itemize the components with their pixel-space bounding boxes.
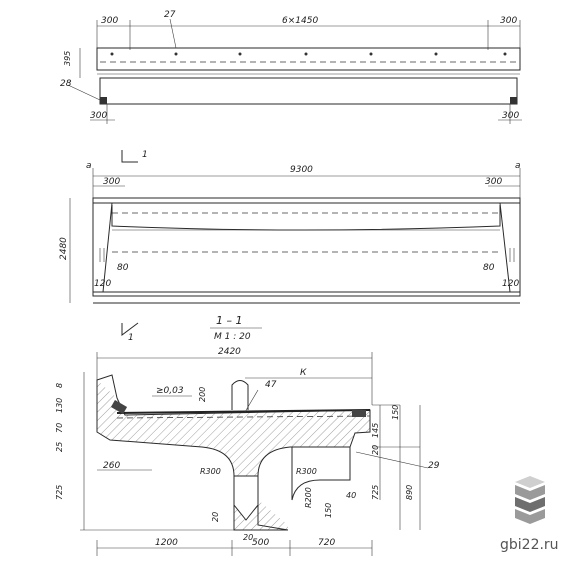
watermark: gbi22.ru <box>500 476 559 553</box>
right-150: 150 <box>391 405 400 420</box>
top-bottom-left: 300 <box>90 111 107 121</box>
mark-27: 27 <box>164 10 176 20</box>
elev-right-120: 120 <box>502 279 519 289</box>
elev-left-80: 80 <box>117 263 129 273</box>
right-145: 145 <box>371 423 380 438</box>
dim-260: 260 <box>103 461 120 471</box>
section-k: К <box>300 368 307 378</box>
dim-725-left: 725 <box>55 485 64 500</box>
section-scale: М 1 : 20 <box>214 332 251 342</box>
dim-150: 150 <box>324 503 333 518</box>
r300-left: R300 <box>200 467 221 476</box>
section-title: 1 – 1 <box>216 314 243 327</box>
bottom-720: 720 <box>318 538 335 548</box>
dim-200-top: 200 <box>198 387 207 402</box>
section-mark-bottom: 1 <box>128 333 134 343</box>
r300-right: R300 <box>296 467 317 476</box>
top-bottom-right: 300 <box>502 111 519 121</box>
top-dim-side: 395 <box>63 51 72 66</box>
elev-right-300: 300 <box>485 177 502 187</box>
r200: R200 <box>304 487 313 508</box>
elev-left-120: 120 <box>94 279 111 289</box>
top-dim-right: 300 <box>500 16 517 26</box>
dim-20-base: 20 <box>243 533 253 542</box>
dim-890: 890 <box>405 485 414 500</box>
left-dim-1: 130 <box>55 398 64 413</box>
section-width: 2420 <box>218 347 241 357</box>
lifting-loops <box>110 52 507 56</box>
left-dim-2: 70 <box>55 423 64 433</box>
dim-20-bottom: 20 <box>211 512 220 522</box>
mark-29: 29 <box>428 461 440 471</box>
mark-a-right: a <box>515 161 521 171</box>
dim-725-right: 725 <box>371 485 380 500</box>
elev-right-80: 80 <box>483 263 495 273</box>
top-view: 300 6×1450 300 27 395 28 <box>60 10 522 124</box>
right-20: 20 <box>371 445 380 455</box>
elev-height: 2480 <box>59 237 69 260</box>
section-mark-top: 1 <box>142 150 148 160</box>
bottom-500: 500 <box>252 538 269 548</box>
watermark-text: gbi22.ru <box>500 537 559 553</box>
section-view: 1 – 1 М 1 : 20 2420 К ≥0,03 47 200 8 <box>55 314 440 556</box>
bottom-1200: 1200 <box>155 538 178 548</box>
section-slope: ≥0,03 <box>156 386 184 396</box>
top-dim-left: 300 <box>101 16 118 26</box>
mark-28: 28 <box>60 79 72 89</box>
mark-47: 47 <box>265 380 277 390</box>
elevation-view: a a 1 9300 300 300 2480 80 80 <box>59 150 521 343</box>
logo-icon <box>515 476 545 524</box>
left-dim-3: 25 <box>55 442 64 452</box>
left-dim-0: 8 <box>55 383 64 388</box>
elev-left-300: 300 <box>103 177 120 187</box>
elevation-overall-dim: 9300 <box>290 165 313 175</box>
mark-a-left: a <box>86 161 92 171</box>
dim-40: 40 <box>346 491 356 500</box>
top-dim-mid: 6×1450 <box>282 16 318 26</box>
